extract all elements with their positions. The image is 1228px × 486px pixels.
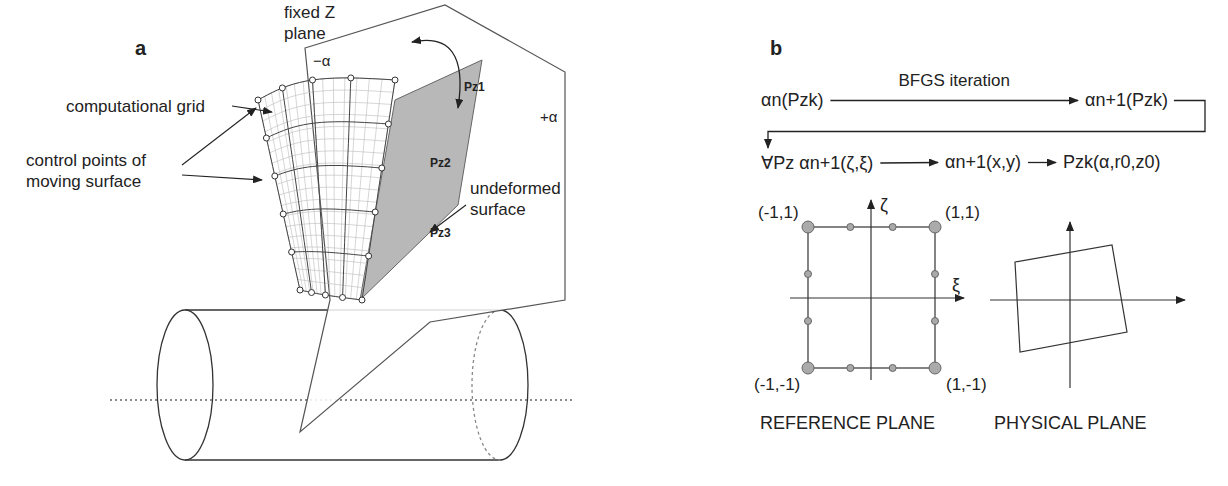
physical-plane	[990, 222, 1185, 388]
figure-label: ξ	[952, 274, 960, 297]
formula-text: Pzk(α,r0,z0)	[1063, 152, 1160, 172]
figure-label: (1,1)	[945, 202, 980, 223]
formula-node: αn+1(Pzk)	[1082, 88, 1171, 113]
formula-node: αn(Pzk)	[758, 88, 826, 113]
figure-label: ζ	[880, 194, 888, 217]
rotation-arc	[412, 40, 460, 108]
formula-text: αn+1(Pzk)	[1085, 90, 1168, 110]
formula-text: αn(Pzk)	[761, 90, 823, 110]
figure-label: +α	[540, 108, 557, 127]
reference-plane	[790, 200, 964, 380]
figure-label: PHYSICAL PLANE	[994, 412, 1146, 435]
reference-nodes	[802, 221, 941, 374]
figure-label: Pz3	[430, 226, 451, 241]
flow-arrow	[880, 162, 938, 164]
figure-label: a	[135, 36, 146, 61]
formula-text: αn+1(x,y)	[945, 152, 1021, 172]
flow-arrow	[1028, 162, 1056, 163]
formula-node: αn+1(x,y)	[942, 150, 1024, 175]
figure-label: b	[770, 36, 782, 61]
edge-label: BFGS iteration	[896, 71, 1012, 91]
figure-label: Pz2	[430, 156, 451, 171]
formula-node: ∀Pz αn+1(ζ,ξ)	[758, 150, 876, 176]
flow-arrow	[830, 100, 1078, 101]
figure-label: undeformed surface	[470, 178, 580, 221]
figure-label: Pz1	[464, 80, 485, 95]
figure-label: −α	[313, 52, 330, 71]
figure-label: fixed Z plane	[284, 2, 356, 45]
formula-text: ∀Pz αn+1(ζ,ξ)	[761, 153, 873, 173]
figure-label: (-1,-1)	[754, 374, 800, 395]
leader-lines	[182, 106, 466, 232]
figure-label: (-1,1)	[758, 202, 799, 223]
figure-label: computational grid	[66, 96, 205, 117]
undeformed-surface	[360, 60, 482, 300]
figure-label: REFERENCE PLANE	[760, 412, 935, 435]
figure-label: (1,-1)	[946, 374, 987, 395]
figure-label: control points of moving surface	[26, 150, 176, 193]
formula-node: Pzk(α,r0,z0)	[1060, 150, 1163, 175]
computational-grid	[255, 75, 398, 303]
